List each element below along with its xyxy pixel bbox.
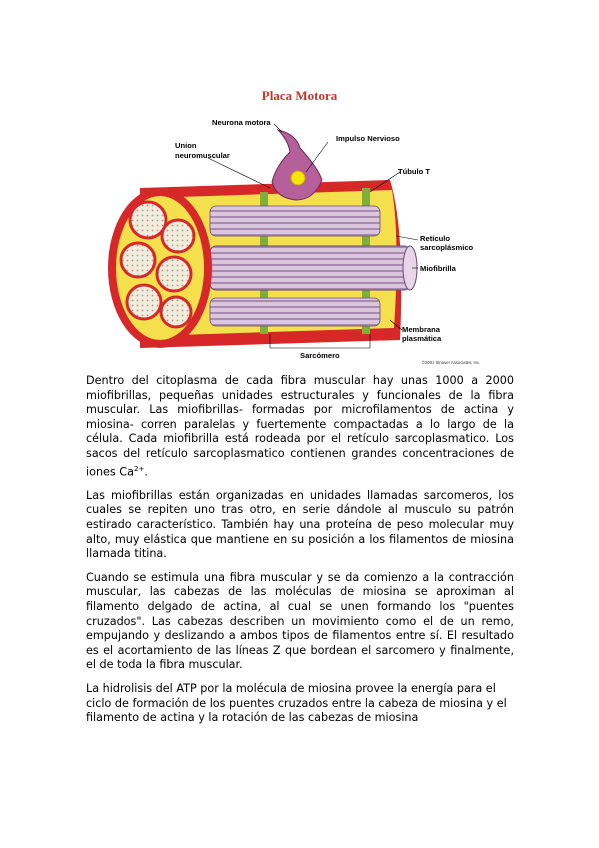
label-nerve-impulse: Impulso Nervioso xyxy=(336,134,400,143)
motor-neuron-shape xyxy=(271,129,323,201)
motor-plate-diagram: Neurona motora Union neuromuscular Impul… xyxy=(108,118,480,365)
label-membrane-2: plasmática xyxy=(402,334,442,343)
label-membrane-1: Membrana xyxy=(402,325,441,334)
paragraph-3: Cuando se estimula una fibra muscular y … xyxy=(86,570,514,672)
paragraph-1: Dentro del citoplasma de cada fibra musc… xyxy=(86,374,514,479)
paragraph-4: La hidrolisis del ATP por la molécula de… xyxy=(86,682,507,725)
myofibril-shape xyxy=(209,245,411,291)
nerve-impulse-icon xyxy=(290,170,306,186)
label-union-1: Union xyxy=(175,141,197,150)
label-union-2: neuromuscular xyxy=(175,151,230,160)
label-motor-neuron: Neurona motora xyxy=(212,118,271,127)
label-reticulum-2: sarcoplásmico xyxy=(420,243,474,252)
figure-copyright: ©2001 Sinauer Associates, Inc. xyxy=(422,360,480,365)
label-t-tubule: Túbulo T xyxy=(398,167,430,176)
body-text: Dentro del citoplasma de cada fibra musc… xyxy=(86,374,514,735)
label-sarcomere: Sarcómero xyxy=(300,351,340,360)
label-myofibril: Miofibrilla xyxy=(420,264,457,273)
paragraph-2: Las miofibrillas están organizadas en un… xyxy=(86,488,514,561)
figure-title: Placa Motora xyxy=(261,88,338,103)
label-reticulum-1: Retículo xyxy=(420,234,450,243)
